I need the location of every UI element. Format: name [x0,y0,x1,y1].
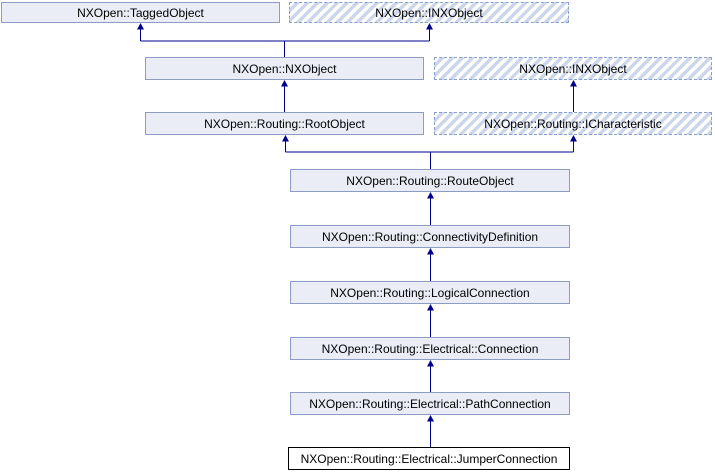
class-node-icharacteristic: NXOpen::Routing::ICharacteristic [434,112,712,135]
arrowhead-icon [137,23,144,30]
arrowhead-icon [427,248,434,255]
arrowhead-icon [426,23,433,30]
edge-rootobject-nxobject [281,80,288,112]
edge-connectivitydefinition-routeobject [427,192,434,225]
edge-icharacteristic-inxobject [570,80,577,112]
class-node-connectivitydefinition[interactable]: NXOpen::Routing::ConnectivityDefinition [290,225,570,248]
class-node-rootobject[interactable]: NXOpen::Routing::RootObject [145,112,424,135]
class-node-pathconnection[interactable]: NXOpen::Routing::Electrical::PathConnect… [290,392,570,415]
edge-nxobject-parents [137,23,433,57]
class-node-electrical-connection[interactable]: NXOpen::Routing::Electrical::Connection [290,337,570,360]
class-node-nxobject[interactable]: NXOpen::NXObject [145,57,424,80]
class-node-logicalconnection[interactable]: NXOpen::Routing::LogicalConnection [290,281,570,304]
class-node-taggedobject[interactable]: NXOpen::TaggedObject [1,2,280,23]
arrowhead-icon [427,415,434,422]
class-node-routeobject[interactable]: NXOpen::Routing::RouteObject [290,169,570,192]
arrowhead-icon [427,360,434,367]
arrowhead-icon [281,80,288,87]
edge-pathconnection-connection [427,360,434,392]
arrowhead-icon [427,304,434,311]
arrowhead-icon [282,135,289,142]
arrowhead-icon [570,135,577,142]
class-node-jumperconnection-current: NXOpen::Routing::Electrical::JumperConne… [288,447,570,470]
class-node-inxobject-mid: NXOpen::INXObject [434,57,712,80]
edge-routeobject-parents [282,135,577,169]
edge-logicalconnection-connectivitydefinition [427,248,434,281]
class-node-inxobject-top: NXOpen::INXObject [289,2,569,23]
edge-jumperconnection-pathconnection [427,415,434,447]
edge-connection-logicalconnection [427,304,434,337]
arrowhead-icon [570,80,577,87]
arrowhead-icon [427,192,434,199]
